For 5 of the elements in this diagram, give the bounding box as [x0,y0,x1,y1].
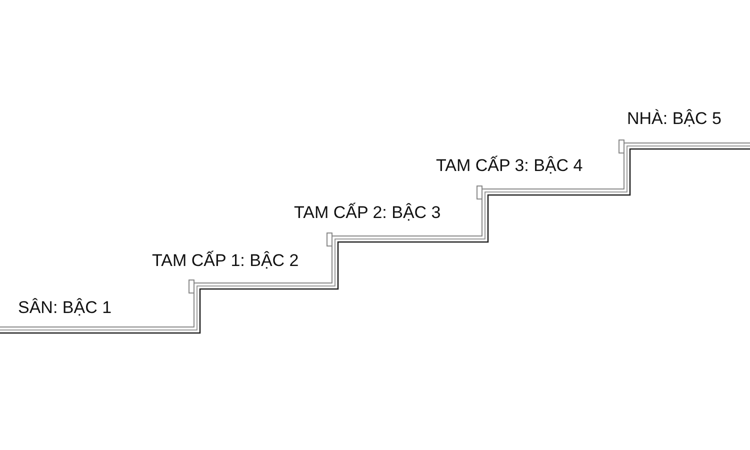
step-label: TAM CẤP 3: BẬC 4 [436,156,583,176]
step-label: TAM CẤP 2: BẬC 3 [294,203,441,224]
step-label: NHÀ: BẬC 5 [627,109,722,130]
step-label: TAM CẤP 1: BẬC 2 [152,251,299,272]
step-label: SÂN: BẬC 1 [18,298,112,318]
